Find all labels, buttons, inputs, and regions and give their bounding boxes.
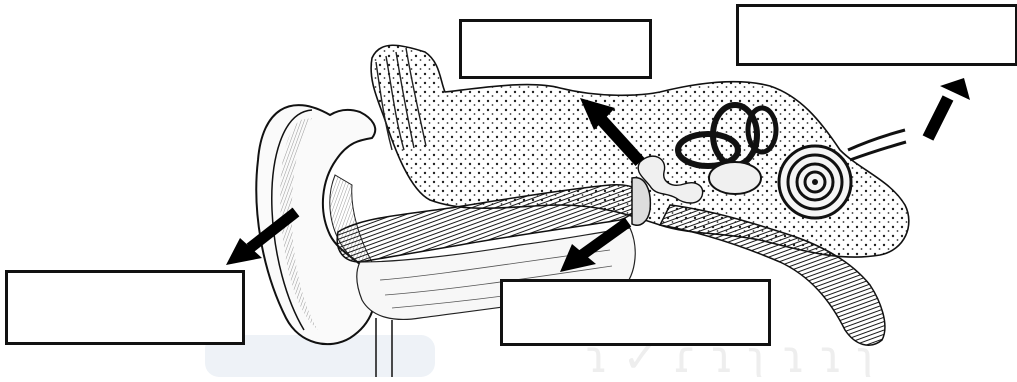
arrow-to-top-right bbox=[928, 78, 970, 138]
label-box-bottom-left[interactable] bbox=[5, 270, 245, 345]
label-box-bottom-middle[interactable] bbox=[500, 279, 771, 346]
vestibule bbox=[709, 162, 761, 194]
cochlea bbox=[779, 146, 851, 218]
auditory-nerve bbox=[848, 130, 906, 160]
label-box-top-middle[interactable] bbox=[459, 19, 652, 79]
label-box-top-right[interactable] bbox=[736, 4, 1017, 66]
